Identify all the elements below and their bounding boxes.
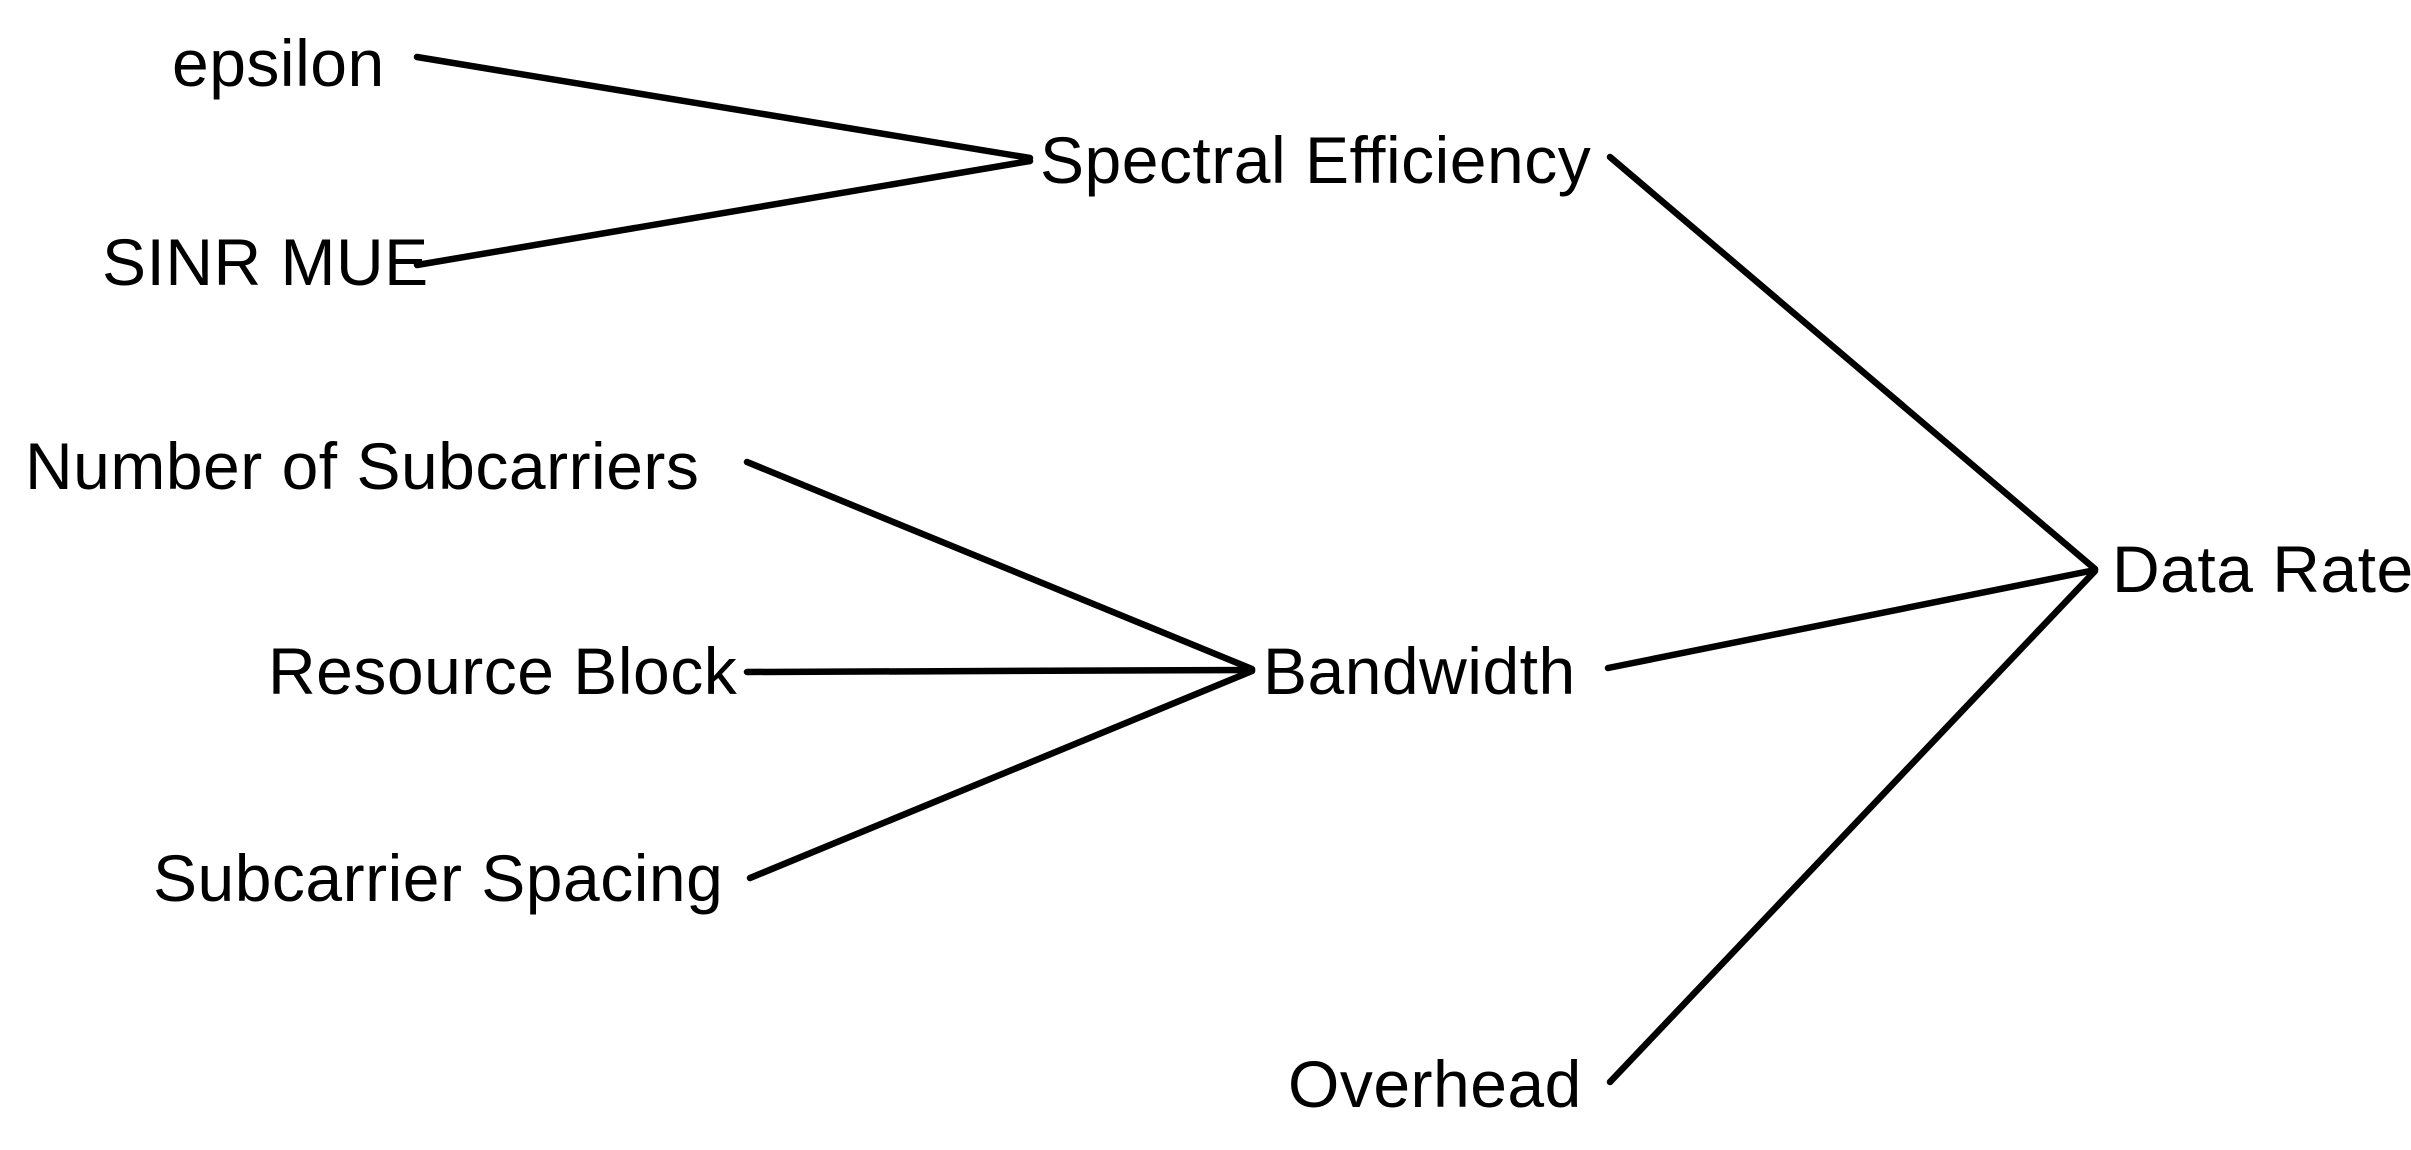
node-number-of-subcarriers: Number of Subcarriers [25, 429, 700, 503]
node-epsilon: epsilon [172, 26, 385, 100]
edge-bandwidth-to-data-rate [1604, 566, 2099, 672]
edge-subcarrier-spacing-to-bandwidth [746, 667, 1256, 882]
node-spectral-efficiency: Spectral Efficiency [1040, 123, 1592, 197]
edge-resource-block-to-bandwidth [743, 666, 1256, 676]
edge-spectral-efficiency-to-data-rate [1606, 153, 2099, 573]
node-sinr-mue: SINR MUE [102, 225, 429, 299]
node-bandwidth: Bandwidth [1263, 634, 1576, 708]
node-subcarrier-spacing: Subcarrier Spacing [153, 841, 724, 915]
edge-sinr-mue-to-spectral-efficiency [413, 157, 1034, 269]
edge-epsilon-to-spectral-efficiency [413, 53, 1034, 162]
node-overhead: Overhead [1288, 1047, 1582, 1121]
edge-number-of-subcarriers-to-bandwidth [743, 458, 1256, 673]
edge-overhead-to-data-rate [1606, 567, 2099, 1086]
node-data-rate: Data Rate [2112, 532, 2411, 606]
node-resource-block: Resource Block [268, 634, 738, 708]
